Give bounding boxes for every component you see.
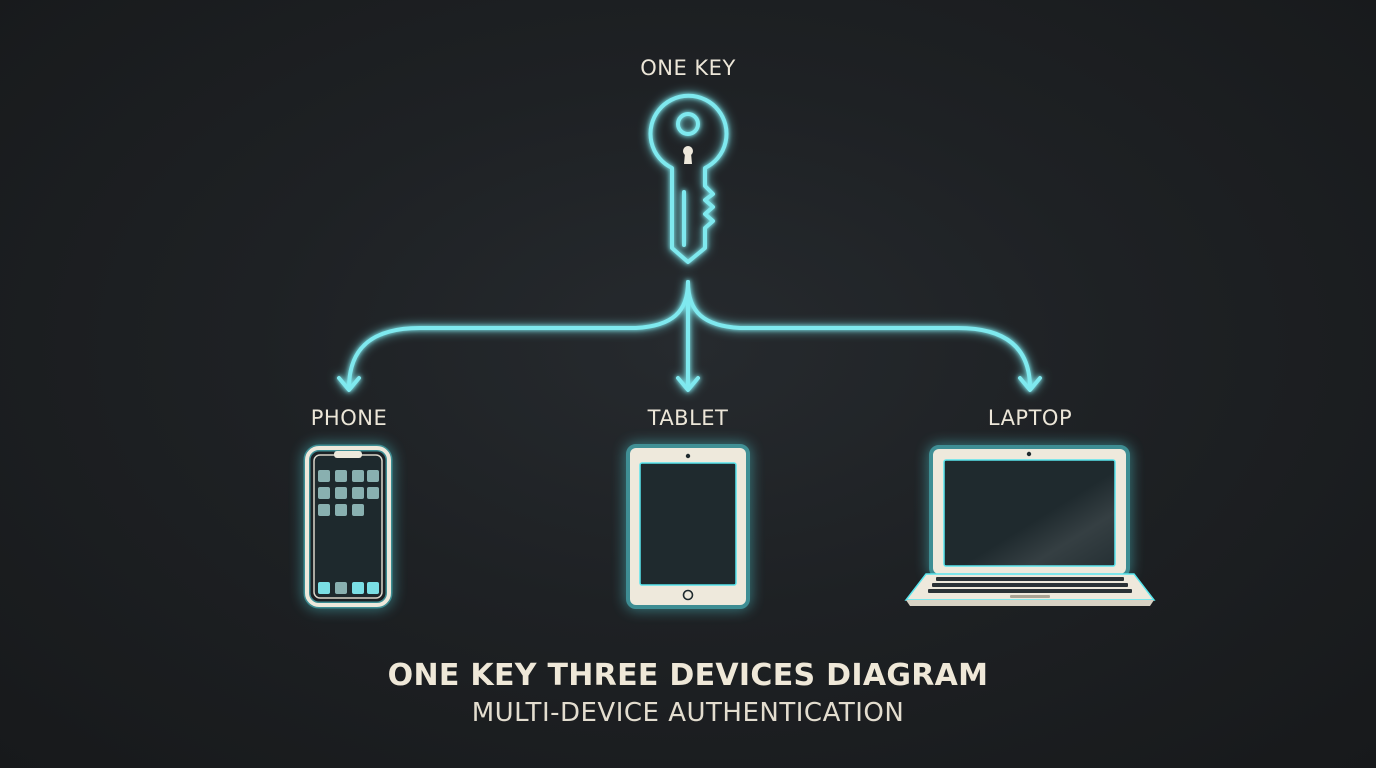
key-icon bbox=[648, 93, 729, 264]
connector-laptop bbox=[686, 280, 1032, 390]
laptop-icon bbox=[904, 445, 1156, 606]
tablet-label: TABLET bbox=[647, 406, 729, 430]
phone-label: PHONE bbox=[310, 406, 388, 430]
connector-phone bbox=[347, 280, 690, 390]
arrowhead-laptop bbox=[1018, 376, 1042, 392]
connector-lines bbox=[337, 280, 1042, 392]
diagram-title: ONE KEY THREE DEVICES DIAGRAM bbox=[387, 658, 989, 693]
phone-icon bbox=[303, 444, 393, 609]
diagram-subtitle: MULTI-DEVICE AUTHENTICATION bbox=[471, 698, 905, 728]
arrowhead-tablet bbox=[676, 376, 700, 392]
tablet-icon bbox=[626, 444, 750, 609]
laptop-label: LAPTOP bbox=[987, 406, 1073, 430]
key-label: ONE KEY bbox=[640, 56, 736, 80]
keyhole-icon bbox=[683, 146, 693, 164]
arrowhead-phone bbox=[337, 376, 361, 392]
